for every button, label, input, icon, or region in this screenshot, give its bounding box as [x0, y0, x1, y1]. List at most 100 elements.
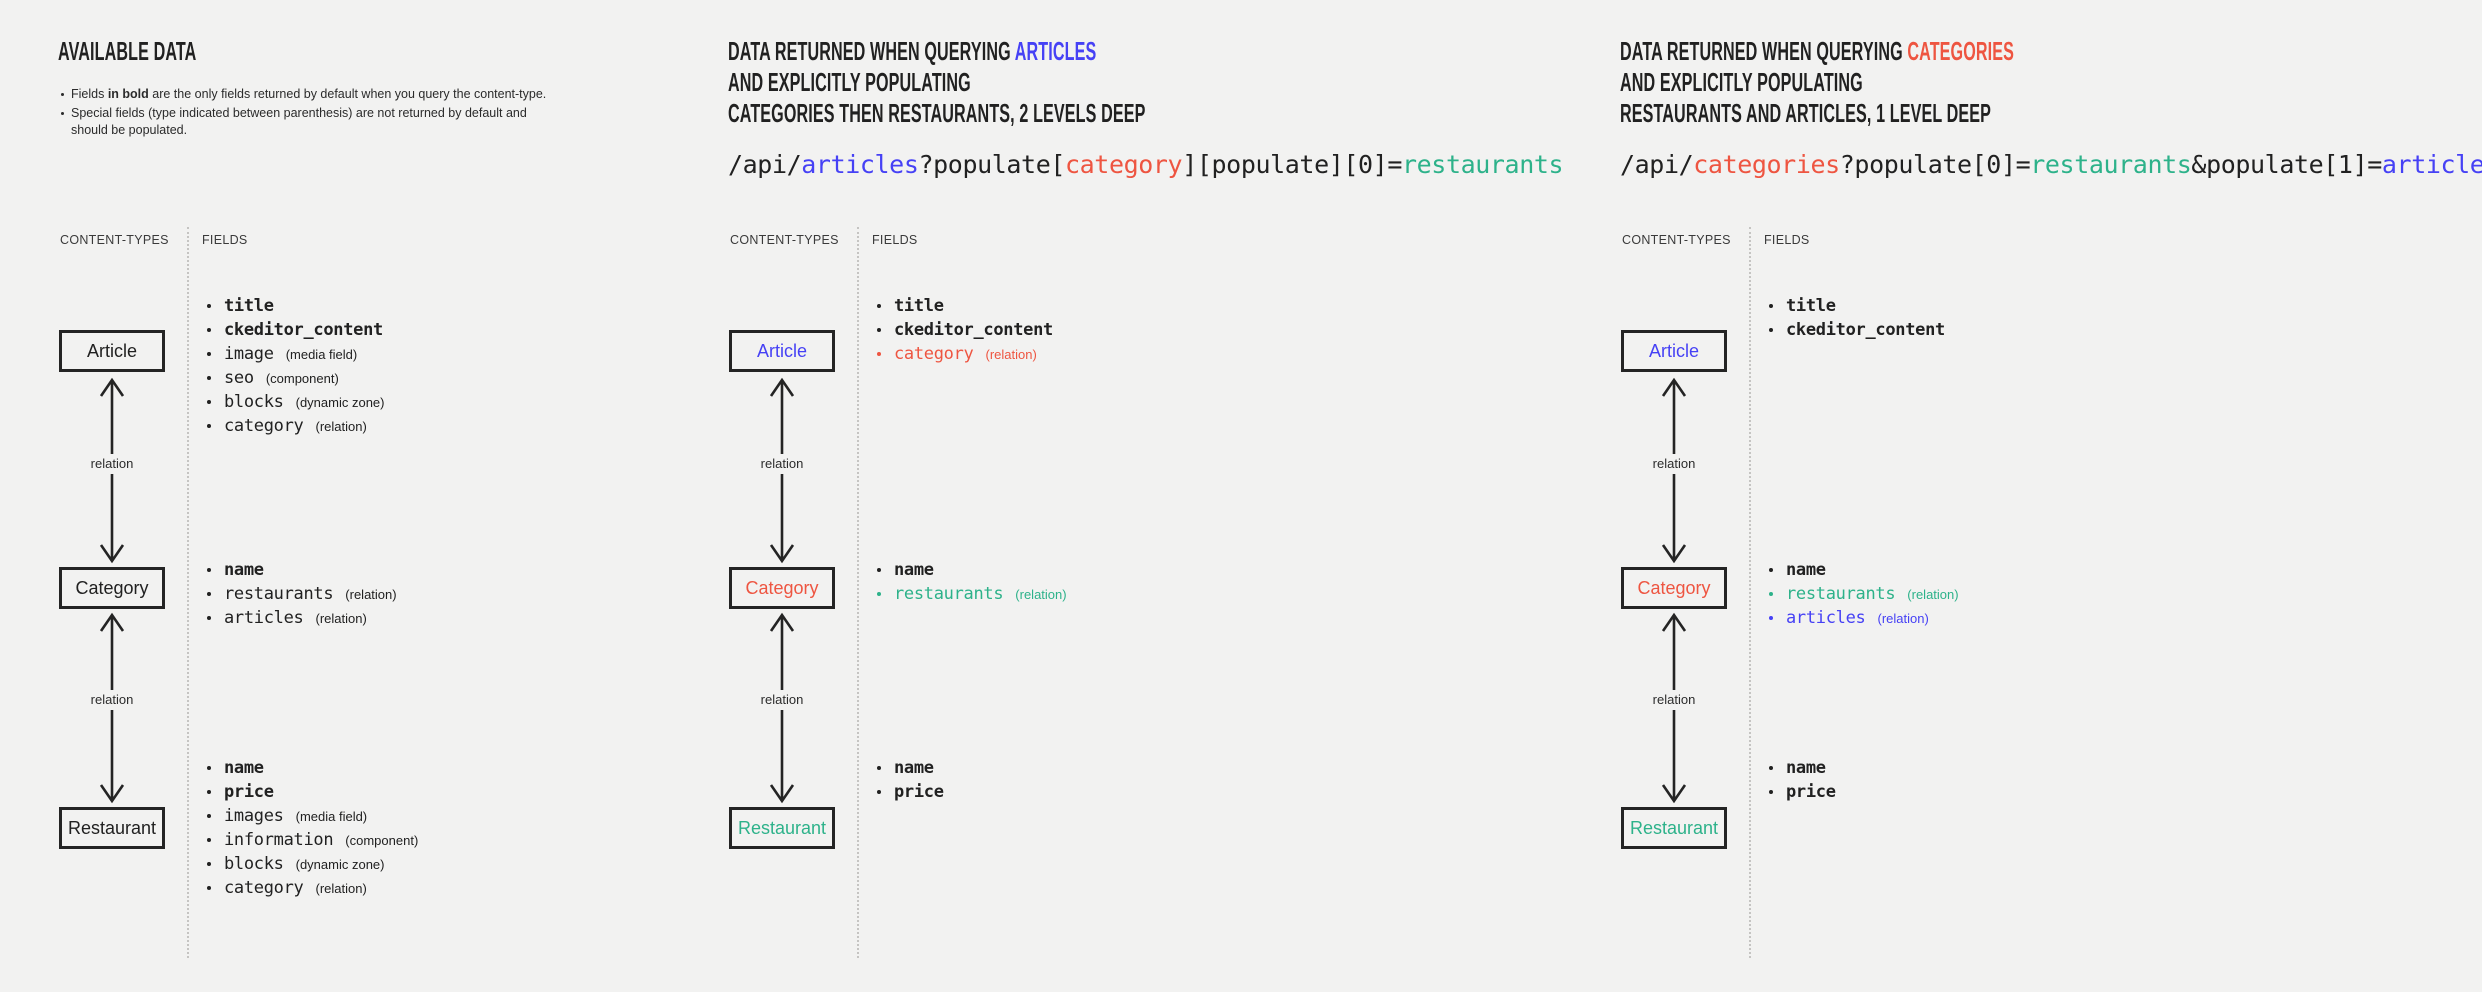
field-name: name [1786, 560, 1826, 580]
bullet-dot-icon [877, 328, 881, 332]
content-types-label: CONTENT-TYPES [730, 233, 839, 247]
relation-label: relation [742, 454, 822, 474]
bullet-dot-icon [877, 766, 881, 770]
field-row: restaurants(relation) [207, 582, 397, 606]
field-name: ckeditor_content [224, 320, 383, 340]
content-type-box-category: Category [729, 567, 835, 609]
bullet-dot-icon [1769, 304, 1773, 308]
field-name: category [224, 416, 304, 436]
relation-label: relation [742, 690, 822, 710]
api-path-segment: articles [2381, 150, 2482, 179]
bullet-dot-icon [207, 886, 211, 890]
column-divider [857, 227, 859, 958]
note-item: Fields in bold are the only fields retur… [60, 86, 560, 103]
bullet-dot-icon [1769, 616, 1773, 620]
bullet-dot-icon [877, 790, 881, 794]
content-types-label: CONTENT-TYPES [1622, 233, 1731, 247]
bullet-dot-icon [207, 838, 211, 842]
field-row: seo(component) [207, 366, 384, 390]
api-path-segment: restaurants [1402, 150, 1564, 179]
bullet-dot-icon [207, 328, 211, 332]
field-row: name [207, 756, 418, 780]
bullet-dot-icon [207, 376, 211, 380]
title-text: DATA RETURNED WHEN QUERYING [1620, 36, 1908, 66]
api-path-segment: restaurants [2030, 150, 2192, 179]
field-type: (relation) [985, 346, 1037, 362]
field-name: title [1786, 296, 1836, 316]
relation-label: relation [1634, 454, 1714, 474]
field-name: name [1786, 758, 1826, 778]
field-row: category (relation) [207, 414, 384, 438]
field-name: name [894, 560, 934, 580]
field-type: (media field) [295, 808, 368, 824]
column-title-line: CATEGORIES THEN RESTAURANTS, 2 LEVELS DE… [728, 98, 1146, 129]
bullet-dot-icon [1769, 790, 1773, 794]
bullet-dot-icon [207, 814, 211, 818]
fields-label: FIELDS [202, 233, 248, 247]
title-text: ARTICLES [1014, 36, 1097, 66]
note-text: in bold [107, 87, 149, 101]
field-type: (component) [345, 832, 419, 848]
field-row: name [207, 558, 397, 582]
field-type: (relation) [1907, 586, 1959, 602]
field-row: name [1769, 756, 1836, 780]
field-row: blocks (dynamic zone) [207, 852, 418, 876]
column-title-line: DATA RETURNED WHEN QUERYING CATEGORIES [1620, 36, 2014, 67]
column-available-data: AVAILABLE DATA Fields in bold are the onl… [58, 0, 918, 992]
api-path-segment: ][populate][0]= [1182, 150, 1402, 179]
column-title-line: DATA RETURNED WHEN QUERYING ARTICLES [728, 36, 1146, 67]
bullet-dot-icon [1769, 568, 1773, 572]
field-name: price [224, 782, 274, 802]
field-row: title [207, 294, 384, 318]
field-name: images [224, 806, 284, 826]
content-type-box-restaurant: Restaurant [729, 807, 835, 849]
content-type-label: Category [745, 577, 819, 598]
field-row: price [1769, 780, 1836, 804]
content-types-label: CONTENT-TYPES [60, 233, 169, 247]
bullet-dot-icon [207, 400, 211, 404]
bullet-dot-icon [877, 568, 881, 572]
field-row: ckeditor_content [207, 318, 384, 342]
fields-label: FIELDS [872, 233, 918, 247]
title-text: CATEGORIES [1907, 36, 2014, 66]
field-row: restaurants(relation) [877, 582, 1067, 606]
field-name: restaurants [224, 584, 334, 604]
content-type-box-article: Article [59, 330, 165, 372]
title-text: RESTAURANTS AND ARTICLES, 1 LEVEL DEEP [1620, 98, 1992, 128]
field-name: articles [1786, 608, 1866, 628]
api-path-segment: category [1065, 150, 1183, 179]
column-title: AVAILABLE DATA [58, 36, 196, 67]
field-type: (component) [265, 370, 339, 386]
field-name: name [224, 758, 264, 778]
field-name: information [224, 830, 334, 850]
note-text: Fields [71, 87, 108, 101]
note-item: Special fields (type indicated between p… [60, 105, 560, 139]
field-row: articles(relation) [207, 606, 397, 630]
field-type: (media field) [285, 346, 358, 362]
field-type: (relation) [315, 418, 367, 434]
field-row: images (media field) [207, 804, 418, 828]
field-name: ckeditor_content [894, 320, 1053, 340]
api-path: /api/articles?populate[category][populat… [728, 150, 1564, 180]
field-type: (dynamic zone) [295, 856, 385, 872]
api-path-segment: ?populate[ [918, 150, 1065, 179]
bullet-dot-icon [207, 766, 211, 770]
column-title-line: AND EXPLICITLY POPULATING [728, 67, 1146, 98]
content-type-box-article: Article [729, 330, 835, 372]
column-divider [187, 227, 189, 958]
content-type-label: Restaurant [737, 817, 827, 838]
bullet-dot-icon [1769, 766, 1773, 770]
bullet-dot-icon [207, 352, 211, 356]
field-name: blocks [224, 854, 284, 874]
field-name: title [224, 296, 274, 316]
field-row: articles(relation) [1769, 606, 1959, 630]
fields-label: FIELDS [1764, 233, 1810, 247]
field-row: ckeditor_content [1769, 318, 1945, 342]
bullet-dot-icon [61, 93, 64, 96]
